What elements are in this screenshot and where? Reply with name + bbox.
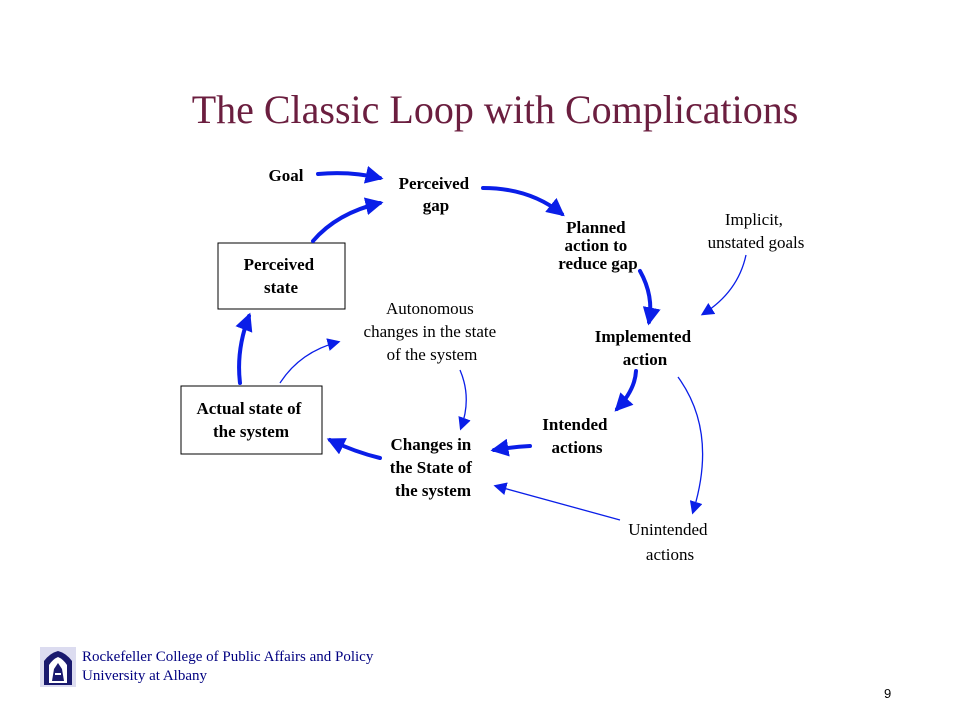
arrow-planned-to-implemented xyxy=(638,269,661,326)
arrow-implicit-to-implemented xyxy=(700,254,747,316)
perceived-state-label: Perceived state xyxy=(244,255,319,297)
arrow-goal-to-gap xyxy=(316,165,384,184)
arrow-unintended-to-changes xyxy=(493,482,621,521)
page-number: 9 xyxy=(884,686,892,701)
changes-in-state-label: Changes in the State of the system xyxy=(390,435,476,500)
footer-college-name: Rockefeller College of Public Affairs an… xyxy=(82,649,374,665)
arrow-implemented-to-unintended xyxy=(677,376,704,515)
footer: Rockefeller College of Public Affairs an… xyxy=(40,646,373,688)
autonomous-changes-label: Autonomous changes in the state of the s… xyxy=(364,299,501,364)
arrow-implemented-to-intended xyxy=(614,369,638,412)
perceived-state-box xyxy=(217,242,346,310)
actual-state-label: Actual state of the system xyxy=(196,399,305,441)
implicit-goals-label: Implicit, unstated goals xyxy=(708,210,805,252)
arrow-autonomous-to-changes xyxy=(458,369,471,431)
arrow-changes-to-actual xyxy=(326,438,382,460)
university-seal-icon xyxy=(40,647,76,687)
arrow-actual-to-autonomous xyxy=(279,338,341,384)
actual-state-box xyxy=(180,385,323,455)
arrow-actual-to-perceived xyxy=(235,312,253,385)
implemented-action-label: Implemented action xyxy=(595,327,696,369)
footer-university-name: University at Albany xyxy=(82,668,207,684)
perceived-gap-label: Perceived gap xyxy=(399,174,474,215)
goal-label: Goal xyxy=(269,166,304,185)
slide-title: The Classic Loop with Complications xyxy=(191,87,799,132)
intended-actions-label: Intended actions xyxy=(542,415,611,457)
arrow-intended-to-changes xyxy=(490,438,532,457)
unintended-actions-label: Unintended actions xyxy=(628,520,712,564)
arrow-gap-to-planned xyxy=(481,186,565,217)
arrow-perceived-state-to-gap xyxy=(311,197,384,243)
planned-action-label: Planned action to reduce gap xyxy=(558,218,638,273)
